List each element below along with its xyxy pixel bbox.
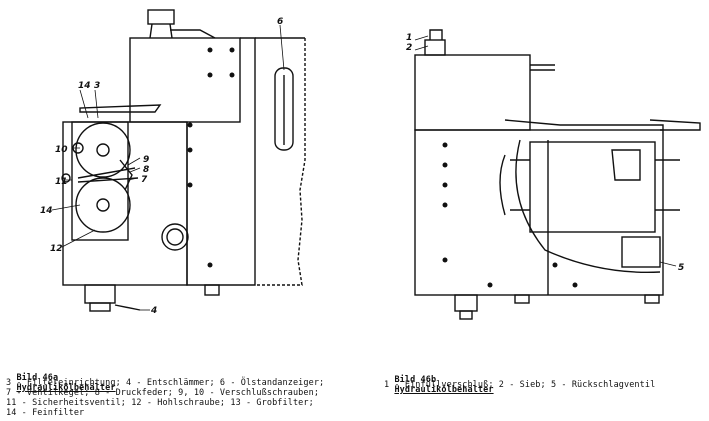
right-caption-prefix: Bild 46b [394,375,437,385]
left-bolt-pattern [187,47,235,268]
check-valve [621,236,661,268]
callout-14-side: 14 [40,206,53,216]
callout-8: 8 [143,165,149,175]
left-caption-title: Bild 46a Hydraulikölbehälter [6,363,116,393]
callout-7: 7 [141,175,148,185]
callout-9: 9 [143,155,149,165]
right-caption-heading: Hydraulikölbehälter [394,385,494,395]
left-tank-drawing [61,9,306,312]
callout-5: 5 [678,263,684,273]
right-caption-title: Bild 46b Hydraulikölbehälter [384,365,494,395]
right-tank-upper-block [414,54,531,131]
callout-14-top: 14 [78,81,91,91]
right-bolt-pattern [442,142,578,288]
lower-filter [75,177,131,233]
callout-10: 10 [55,145,68,155]
callout-3: 3 [94,81,100,91]
callout-11: 11 [55,177,68,187]
left-caption-prefix: Bild 46a [16,373,59,383]
callout-4: 4 [150,306,157,316]
left-tank-upper-block [129,37,241,123]
upper-filter [75,122,131,178]
left-legend-line-3: 11 - Sicherheitsventil; 12 - Hohlschraub… [6,398,314,408]
left-legend-line-4: 14 - Feinfilter [6,408,85,418]
right-legend-line-1: 1 - Einfüllverschluß; 2 - Sieb; 5 - Rück… [384,380,656,390]
callout-2: 2 [406,43,412,53]
inspection-port [161,223,189,251]
right-filter-cylinder [529,141,656,233]
left-legend-line-1: 3 - Filtereinrichtung; 4 - Entschlämmer;… [6,378,325,388]
left-caption-heading: Hydraulikölbehälter [16,383,116,393]
left-tank-body [62,121,188,286]
technical-drawing: 14 3 6 10 9 8 7 11 14 12 4 1 2 5 [40,9,701,320]
right-tank-body [414,129,664,296]
callout-12: 12 [50,244,63,254]
callout-6: 6 [277,17,283,27]
left-legend-line-2: 7 - Ventilkegel; 8 - Druckfeder; 9, 10 -… [6,388,320,398]
callout-1: 1 [406,33,412,43]
right-tank-drawing [414,29,701,320]
